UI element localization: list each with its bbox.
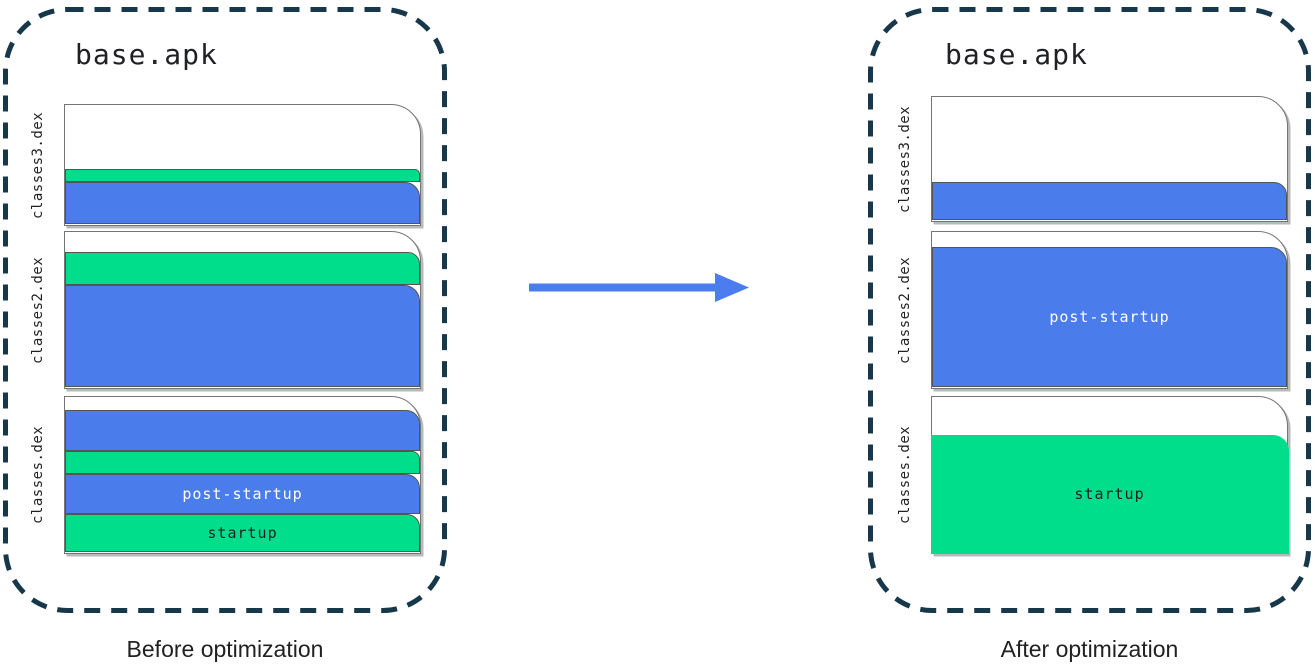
before-caption: Before optimization bbox=[126, 636, 324, 662]
segment-stack: startup bbox=[930, 397, 1289, 554]
apk-container-outline bbox=[3, 7, 447, 613]
dex-file: classes3.dex bbox=[897, 96, 1288, 222]
green-segment bbox=[65, 252, 420, 285]
segment-label: post-startup bbox=[1049, 307, 1170, 326]
segment-stack bbox=[65, 105, 420, 225]
dex-file: classes2.dex bbox=[30, 231, 421, 389]
blue-segment bbox=[65, 182, 420, 224]
segment-label: startup bbox=[207, 523, 278, 542]
file-label: classes2.dex bbox=[897, 256, 913, 364]
green-segment: startup bbox=[930, 435, 1289, 554]
segment-stack: post-startup startup bbox=[65, 397, 420, 553]
file-label: classes.dex bbox=[30, 425, 46, 525]
blue-segment bbox=[65, 410, 420, 451]
green-segment bbox=[65, 451, 420, 474]
segment-stack bbox=[932, 97, 1287, 221]
apk-title: base.apk bbox=[75, 38, 218, 71]
file-label: classes2.dex bbox=[30, 256, 46, 364]
file-label: classes3.dex bbox=[897, 105, 913, 213]
dex-file: classes3.dex bbox=[30, 104, 421, 226]
segment-stack bbox=[65, 232, 420, 388]
empty-segment bbox=[65, 105, 420, 169]
apk-title: base.apk bbox=[945, 38, 1088, 71]
file-stack: classes3.dex classes2.dex classes.dex post-… bbox=[3, 7, 447, 613]
blue-segment bbox=[932, 182, 1287, 220]
blue-segment: post-startup bbox=[65, 474, 420, 514]
dex-file: classes.dex post-startup startup bbox=[30, 396, 421, 554]
file-label: classes.dex bbox=[897, 425, 913, 525]
empty-segment bbox=[932, 397, 1287, 435]
empty-segment bbox=[932, 232, 1287, 247]
segment-label: post-startup bbox=[182, 484, 303, 503]
apk-container-outline bbox=[868, 7, 1311, 613]
empty-segment bbox=[65, 232, 420, 252]
empty-segment bbox=[932, 97, 1287, 182]
blue-segment: post-startup bbox=[932, 247, 1287, 387]
right-arrow-icon bbox=[529, 273, 749, 302]
green-segment: startup bbox=[65, 514, 420, 552]
dex-file: classes2.dex post-startup bbox=[897, 231, 1288, 389]
empty-segment bbox=[65, 397, 420, 410]
after-panel: base.apk classes3.dex classes2.dex post-st… bbox=[868, 7, 1311, 613]
segment-stack: post-startup bbox=[932, 232, 1287, 388]
dex-file: classes.dex startup bbox=[897, 396, 1289, 554]
blue-segment bbox=[65, 285, 420, 387]
segment-label: startup bbox=[1074, 484, 1145, 503]
file-label: classes3.dex bbox=[30, 111, 46, 219]
green-segment bbox=[65, 169, 420, 182]
after-caption: After optimization bbox=[1000, 636, 1179, 662]
